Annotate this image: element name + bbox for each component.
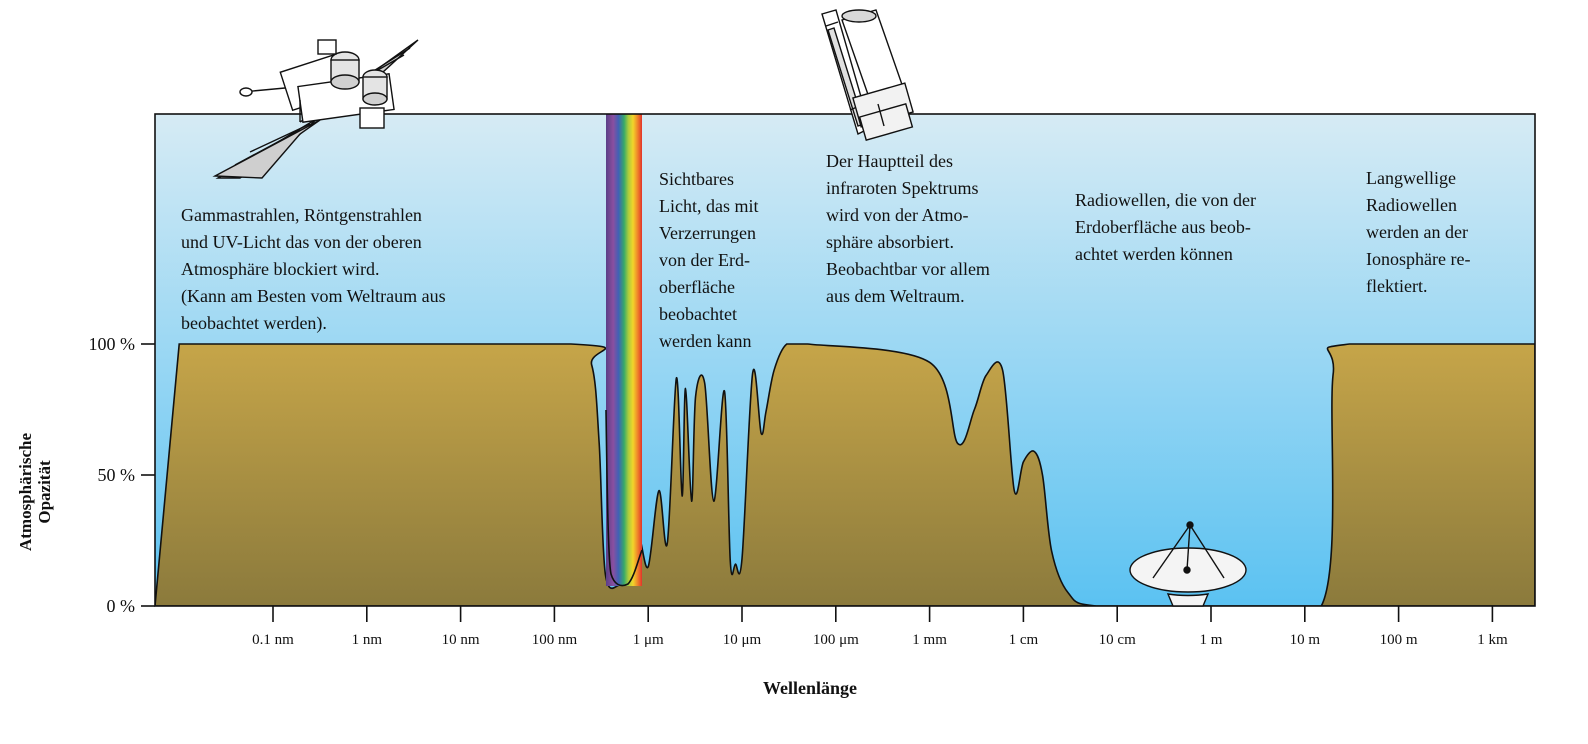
y-tick-label: 100 % — [89, 334, 136, 354]
visible-light-spectrum-band — [606, 114, 642, 586]
x-tick-label: 1 km — [1477, 632, 1508, 648]
x-tick-label: 100 m — [1380, 632, 1418, 648]
x-tick-label: 100 nm — [532, 632, 578, 648]
x-tick-label: 1 mm — [912, 632, 947, 648]
visible-band-curve-edge — [605, 409, 643, 587]
annotation-infrared: Der Hauptteil des infraroten Spektrums w… — [826, 151, 990, 306]
space-telescope-icon — [821, 9, 914, 142]
x-tick-label: 1 m — [1200, 632, 1223, 648]
plot-frame — [154, 113, 1536, 607]
annotation-radio-waves: Radiowellen, die von der Erdoberfläche a… — [1075, 190, 1256, 264]
x-tick-label: 1 nm — [352, 632, 383, 648]
x-tick-label: 1 μm — [633, 632, 664, 648]
annotation-visible-light: Sichtbares Licht, das mit Verzerrungen v… — [659, 169, 759, 351]
x-tick-label: 10 μm — [723, 632, 762, 648]
x-axis-title: Wellenlänge — [763, 678, 857, 698]
x-tick-label: 100 μm — [813, 632, 859, 648]
x-tick-label: 10 cm — [1099, 632, 1136, 648]
opacity-area — [155, 343, 1535, 606]
y-tick-label: 0 % — [107, 596, 136, 616]
x-tick-label: 10 m — [1290, 632, 1321, 648]
x-axis: 0.1 nm 1 nm 10 nm 100 nm 1 μm 10 μm 100 μm 1 mm… — [252, 606, 1508, 648]
annotation-gamma-xray-uv: Gammastrahlen, Röntgenstrahlen und UV-Li… — [181, 205, 446, 333]
satellite-icon — [212, 39, 419, 179]
y-axis-title: Atmosphärische Opazität — [16, 432, 54, 552]
y-axis: 0 % 50 % 100 % — [89, 334, 155, 616]
x-tick-label: 10 nm — [442, 632, 480, 648]
y-tick-label: 50 % — [98, 465, 136, 485]
radio-telescope-icon — [1129, 521, 1247, 607]
x-tick-label: 1 cm — [1009, 632, 1039, 648]
x-tick-label: 0.1 nm — [252, 632, 294, 648]
annotation-long-radio-waves: Langwellige Radiowellen werden an der Io… — [1366, 168, 1471, 296]
